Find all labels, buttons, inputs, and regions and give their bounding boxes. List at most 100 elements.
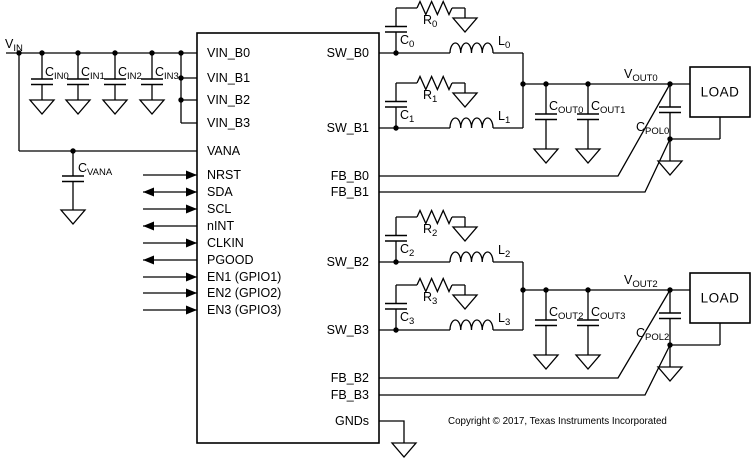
vout2-network-wires: [379, 289, 721, 396]
phase-b2-wires: [379, 216, 523, 263]
pin-nrst: NRST: [207, 168, 241, 182]
capacitor-icon: [534, 113, 558, 121]
cin0-label: CIN0: [45, 65, 69, 82]
pin-fb-b3: FB_B3: [331, 388, 369, 402]
arrowhead-icon: [186, 170, 197, 180]
capacitor-icon: [658, 106, 682, 114]
r2-label: R2: [423, 222, 437, 239]
vout0-network-wires: [379, 83, 721, 193]
capacitor-icon: [61, 175, 85, 183]
ground-icon: [29, 99, 55, 115]
r0-label: R0: [423, 13, 437, 30]
control-signal-wires: [143, 174, 197, 311]
ground-icon: [102, 99, 128, 115]
arrowhead-icon: [186, 204, 197, 214]
phase-b1-wires: [379, 82, 523, 129]
pin-fb-b1: FB_B1: [331, 185, 369, 199]
wiring: [6, 7, 721, 443]
arrowhead-icon: [186, 238, 197, 248]
cout3-label: COUT3: [591, 305, 625, 322]
load-label-top: LOAD: [701, 85, 740, 100]
c3-label: C3: [400, 310, 414, 327]
pin-vin-b2: VIN_B2: [207, 93, 250, 107]
l0-label: L0: [498, 34, 510, 51]
pin-vin-b1: VIN_B1: [207, 71, 250, 85]
r3-label: R3: [423, 290, 437, 307]
pin-clkin: CLKIN: [207, 236, 244, 250]
arrowhead-icon: [143, 255, 154, 265]
pin-en1: EN1 (GPIO1): [207, 270, 281, 284]
arrowhead-icon: [186, 272, 197, 282]
r1-label: R1: [423, 88, 437, 105]
cout2-label: COUT2: [549, 305, 583, 322]
load-label-bottom: LOAD: [701, 291, 740, 306]
cvana-label: CVANA: [78, 161, 113, 178]
ground-icon: [452, 294, 478, 310]
pin-fb-b0: FB_B0: [331, 169, 369, 183]
pin-scl: SCL: [207, 202, 231, 216]
junction-dots: [16, 50, 673, 348]
arrowhead-icon: [186, 288, 197, 298]
ground-icon: [60, 209, 86, 225]
ic-pin-labels-left: VIN_B0 VIN_B1 VIN_B2 VIN_B3 VANA NRST SD…: [207, 46, 281, 317]
inductor-icon: [449, 319, 494, 331]
ground-icon: [452, 92, 478, 108]
capacitor-icon: [384, 234, 408, 242]
capacitor-icon: [30, 78, 54, 86]
cin2-label: CIN2: [118, 65, 142, 82]
ic-body: [196, 32, 380, 444]
phase-b0-wires: [379, 7, 523, 54]
pin-vin-b0: VIN_B0: [207, 46, 250, 60]
ground-icon: [533, 354, 559, 370]
pin-en3: EN3 (GPIO3): [207, 303, 281, 317]
cout0-label: COUT0: [549, 99, 583, 116]
cpol2-label: CPOL2: [636, 326, 669, 343]
ground-icon: [452, 17, 478, 33]
l2-label: L2: [498, 243, 510, 260]
copyright-text: Copyright © 2017, Texas Instruments Inco…: [448, 416, 667, 427]
arrowhead-icon: [186, 187, 197, 197]
pin-sw-b1: SW_B1: [327, 121, 369, 135]
vout0-label: VOUT0: [624, 67, 658, 84]
gnds-wire: [379, 420, 405, 443]
output-rails: [522, 53, 690, 330]
cin3-label: CIN3: [155, 65, 179, 82]
pin-sw-b0: SW_B0: [327, 46, 369, 60]
phase-b3-wires: [379, 284, 523, 331]
capacitor-icon: [534, 319, 558, 327]
capacitor-icon: [66, 78, 90, 86]
vin-label: VIN: [5, 37, 23, 54]
vout2-label: VOUT2: [624, 273, 658, 290]
ground-icon: [657, 160, 683, 176]
pin-vana: VANA: [207, 144, 241, 158]
cout1-label: COUT1: [591, 99, 625, 116]
arrowhead-icon: [143, 187, 154, 197]
ground-icon: [65, 99, 91, 115]
capacitor-icon: [384, 25, 408, 33]
l1-label: L1: [498, 109, 510, 126]
capacitor-icon: [140, 78, 164, 86]
pin-nint: nINT: [207, 219, 234, 233]
pin-vin-b3: VIN_B3: [207, 116, 250, 130]
c1-label: C1: [400, 108, 414, 125]
ground-icon: [533, 148, 559, 164]
cin1-label: CIN1: [81, 65, 105, 82]
load-box-top: [689, 66, 751, 118]
pin-pgood: PGOOD: [207, 253, 254, 267]
pin-fb-b2: FB_B2: [331, 371, 369, 385]
inductor-icon: [449, 42, 494, 54]
l3-label: L3: [498, 311, 510, 328]
ground-icon: [391, 442, 417, 458]
c0-label: C0: [400, 33, 414, 50]
ground-icon: [575, 148, 601, 164]
ground-icon: [452, 226, 478, 242]
capacitor-icon: [384, 302, 408, 310]
capacitor-icon: [384, 100, 408, 108]
capacitor-icon: [103, 78, 127, 86]
ic-pin-labels-right: SW_B0 SW_B1 FB_B0 FB_B1 SW_B2 SW_B3 FB_B…: [327, 46, 369, 428]
arrowhead-icon: [143, 221, 154, 231]
labels: VIN CIN0 CIN1 CIN2 CIN3 CVANA VIN_B0 VIN…: [5, 13, 739, 428]
load-box-bottom: [689, 272, 751, 324]
